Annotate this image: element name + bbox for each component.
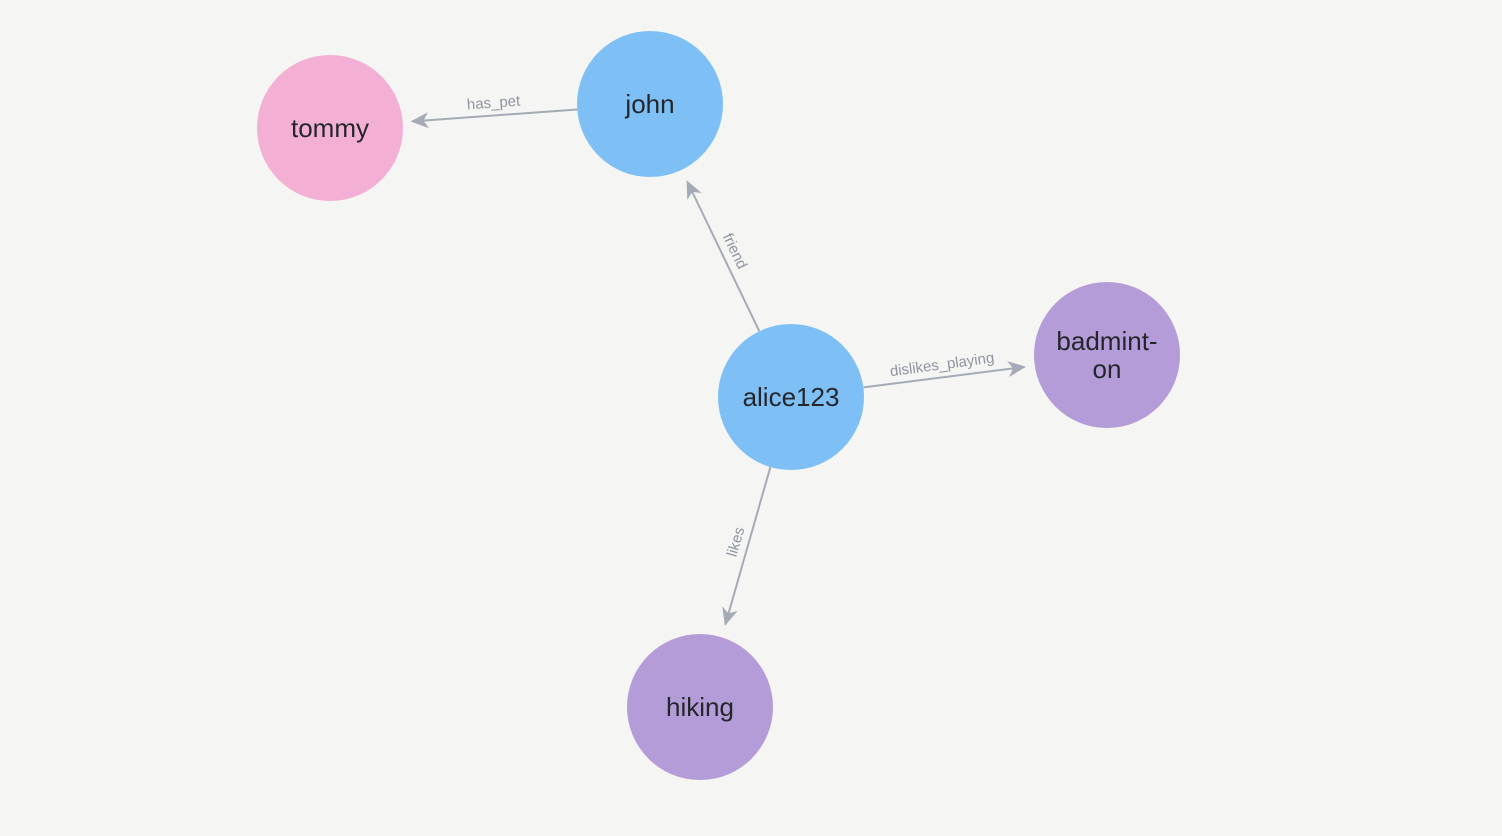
edge-has-pet-line[interactable]	[410, 108, 578, 129]
node-badminton-label-line2: on	[1092, 354, 1122, 384]
node-hiking[interactable]: hiking	[627, 634, 773, 780]
edge-has-pet-label[interactable]: has_pet	[466, 92, 521, 113]
node-badminton[interactable]: badmint- on	[1034, 282, 1180, 428]
node-tommy[interactable]: tommy	[257, 55, 403, 201]
edge-has-pet[interactable]: has_pet	[410, 92, 578, 129]
node-tommy-label: tommy	[291, 113, 369, 143]
node-alice123-label: alice123	[742, 382, 840, 412]
edge-likes[interactable]: likes	[722, 466, 772, 626]
edge-dislikes-playing-line[interactable]	[863, 361, 1026, 389]
edge-dislikes-playing-label[interactable]: dislikes_playing	[889, 349, 995, 380]
node-john-label: john	[625, 89, 675, 119]
edge-friend-label[interactable]: friend	[719, 231, 751, 272]
edge-likes-line[interactable]	[722, 466, 772, 626]
node-hiking-label: hiking	[666, 692, 734, 722]
node-alice123[interactable]: alice123	[718, 324, 864, 470]
edge-friend-line[interactable]	[686, 180, 761, 332]
node-badminton-label-line1: badmint-	[1056, 326, 1158, 356]
node-john[interactable]: john	[577, 31, 723, 177]
edge-dislikes-playing[interactable]: dislikes_playing	[863, 349, 1026, 389]
edge-friend[interactable]: friend	[686, 180, 761, 332]
